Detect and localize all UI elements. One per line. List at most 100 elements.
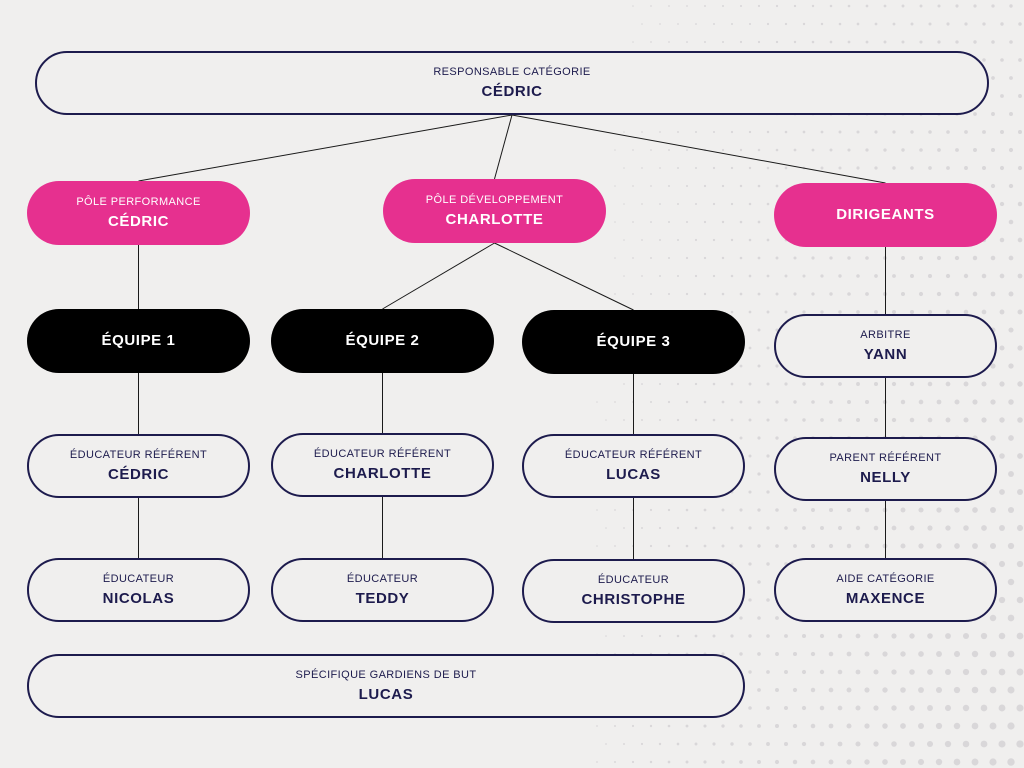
background-dot bbox=[856, 310, 860, 314]
background-dot bbox=[1016, 704, 1024, 712]
background-dot bbox=[1016, 596, 1024, 604]
background-dot bbox=[927, 309, 933, 315]
background-dot bbox=[712, 418, 716, 422]
background-dot bbox=[991, 76, 995, 80]
background-dot bbox=[918, 507, 924, 513]
background-dot bbox=[596, 545, 598, 547]
background-dot bbox=[650, 185, 652, 187]
background-dot bbox=[739, 724, 743, 728]
background-dot bbox=[828, 723, 834, 729]
background-dot bbox=[1017, 273, 1023, 279]
background-dot bbox=[1007, 758, 1015, 766]
background-dot bbox=[811, 508, 815, 512]
background-dot bbox=[1008, 435, 1014, 441]
background-dot bbox=[981, 309, 987, 315]
background-dot bbox=[891, 669, 897, 675]
background-dot bbox=[944, 704, 952, 712]
background-dot bbox=[883, 4, 887, 8]
background-dot bbox=[962, 632, 970, 640]
background-dot bbox=[811, 256, 815, 260]
background-dot bbox=[910, 22, 914, 26]
background-dot bbox=[999, 237, 1005, 243]
background-dot bbox=[954, 543, 960, 549]
background-dot bbox=[659, 275, 661, 277]
background-dot bbox=[730, 130, 734, 134]
background-dot bbox=[685, 184, 689, 188]
background-dot bbox=[766, 706, 770, 710]
background-dot bbox=[828, 543, 834, 549]
background-dot bbox=[946, 130, 950, 134]
background-dot bbox=[820, 22, 824, 26]
background-dot bbox=[973, 4, 977, 8]
background-dot bbox=[900, 291, 906, 297]
background-dot bbox=[721, 508, 725, 512]
background-dot bbox=[676, 742, 680, 746]
edge-responsable-to-dirigeants bbox=[511, 114, 886, 184]
background-dot bbox=[981, 417, 987, 423]
background-dot bbox=[685, 508, 689, 512]
background-dot bbox=[963, 417, 969, 423]
background-dot bbox=[964, 130, 968, 134]
node-name: DIRIGEANTS bbox=[836, 206, 935, 223]
background-dot bbox=[614, 509, 616, 511]
background-dot bbox=[757, 400, 761, 404]
node-name: TEDDY bbox=[355, 589, 410, 607]
background-dot bbox=[766, 202, 770, 206]
background-dot bbox=[712, 130, 716, 134]
background-dot bbox=[703, 724, 707, 728]
background-dot bbox=[757, 760, 761, 764]
background-dot bbox=[757, 292, 761, 296]
background-dot bbox=[990, 363, 996, 369]
background-dot bbox=[909, 381, 915, 387]
background-dot bbox=[955, 148, 959, 152]
background-dot bbox=[891, 705, 897, 711]
background-dot bbox=[748, 706, 752, 710]
node-parent-referent: PARENT RÉFÉRENT NELLY bbox=[774, 437, 997, 501]
background-dot bbox=[650, 293, 652, 295]
background-dot bbox=[695, 23, 697, 25]
background-dot bbox=[676, 274, 680, 278]
background-dot bbox=[757, 436, 761, 440]
background-dot bbox=[1009, 76, 1013, 80]
background-dot bbox=[802, 418, 806, 422]
background-dot bbox=[774, 723, 780, 729]
background-dot bbox=[819, 669, 825, 675]
background-dot bbox=[667, 400, 671, 404]
background-dot bbox=[892, 274, 896, 278]
background-dot bbox=[739, 436, 743, 440]
background-dot bbox=[802, 526, 806, 530]
background-dot bbox=[748, 238, 752, 242]
background-dot bbox=[739, 760, 743, 764]
background-dot bbox=[963, 273, 969, 279]
background-dot bbox=[695, 131, 697, 133]
background-dot bbox=[971, 722, 979, 730]
background-dot bbox=[694, 634, 698, 638]
background-dot bbox=[919, 148, 923, 152]
background-dot bbox=[971, 650, 979, 658]
background-dot bbox=[909, 741, 915, 747]
background-dot bbox=[721, 256, 725, 260]
background-dot bbox=[649, 724, 653, 728]
background-dot bbox=[596, 401, 598, 403]
background-dot bbox=[766, 238, 770, 242]
background-dot bbox=[667, 760, 671, 764]
background-dot bbox=[757, 4, 761, 8]
background-dot bbox=[982, 22, 986, 26]
node-role: ÉDUCATEUR bbox=[102, 572, 175, 585]
background-dot bbox=[623, 527, 625, 529]
background-dot bbox=[910, 166, 914, 170]
background-dot bbox=[856, 382, 860, 386]
background-dot bbox=[748, 490, 752, 494]
background-dot bbox=[730, 238, 734, 242]
background-dot bbox=[623, 275, 625, 277]
node-name: ÉQUIPE 2 bbox=[345, 332, 420, 349]
background-dot bbox=[739, 508, 743, 512]
edge-pole_developpement-to-equipe2 bbox=[382, 242, 495, 310]
background-dot bbox=[757, 40, 761, 44]
background-dot bbox=[1017, 237, 1023, 243]
background-dot bbox=[820, 274, 824, 278]
node-role: ÉDUCATEUR RÉFÉRENT bbox=[69, 448, 208, 461]
background-dot bbox=[935, 686, 943, 694]
background-dot bbox=[766, 382, 770, 386]
background-dot bbox=[998, 704, 1006, 712]
